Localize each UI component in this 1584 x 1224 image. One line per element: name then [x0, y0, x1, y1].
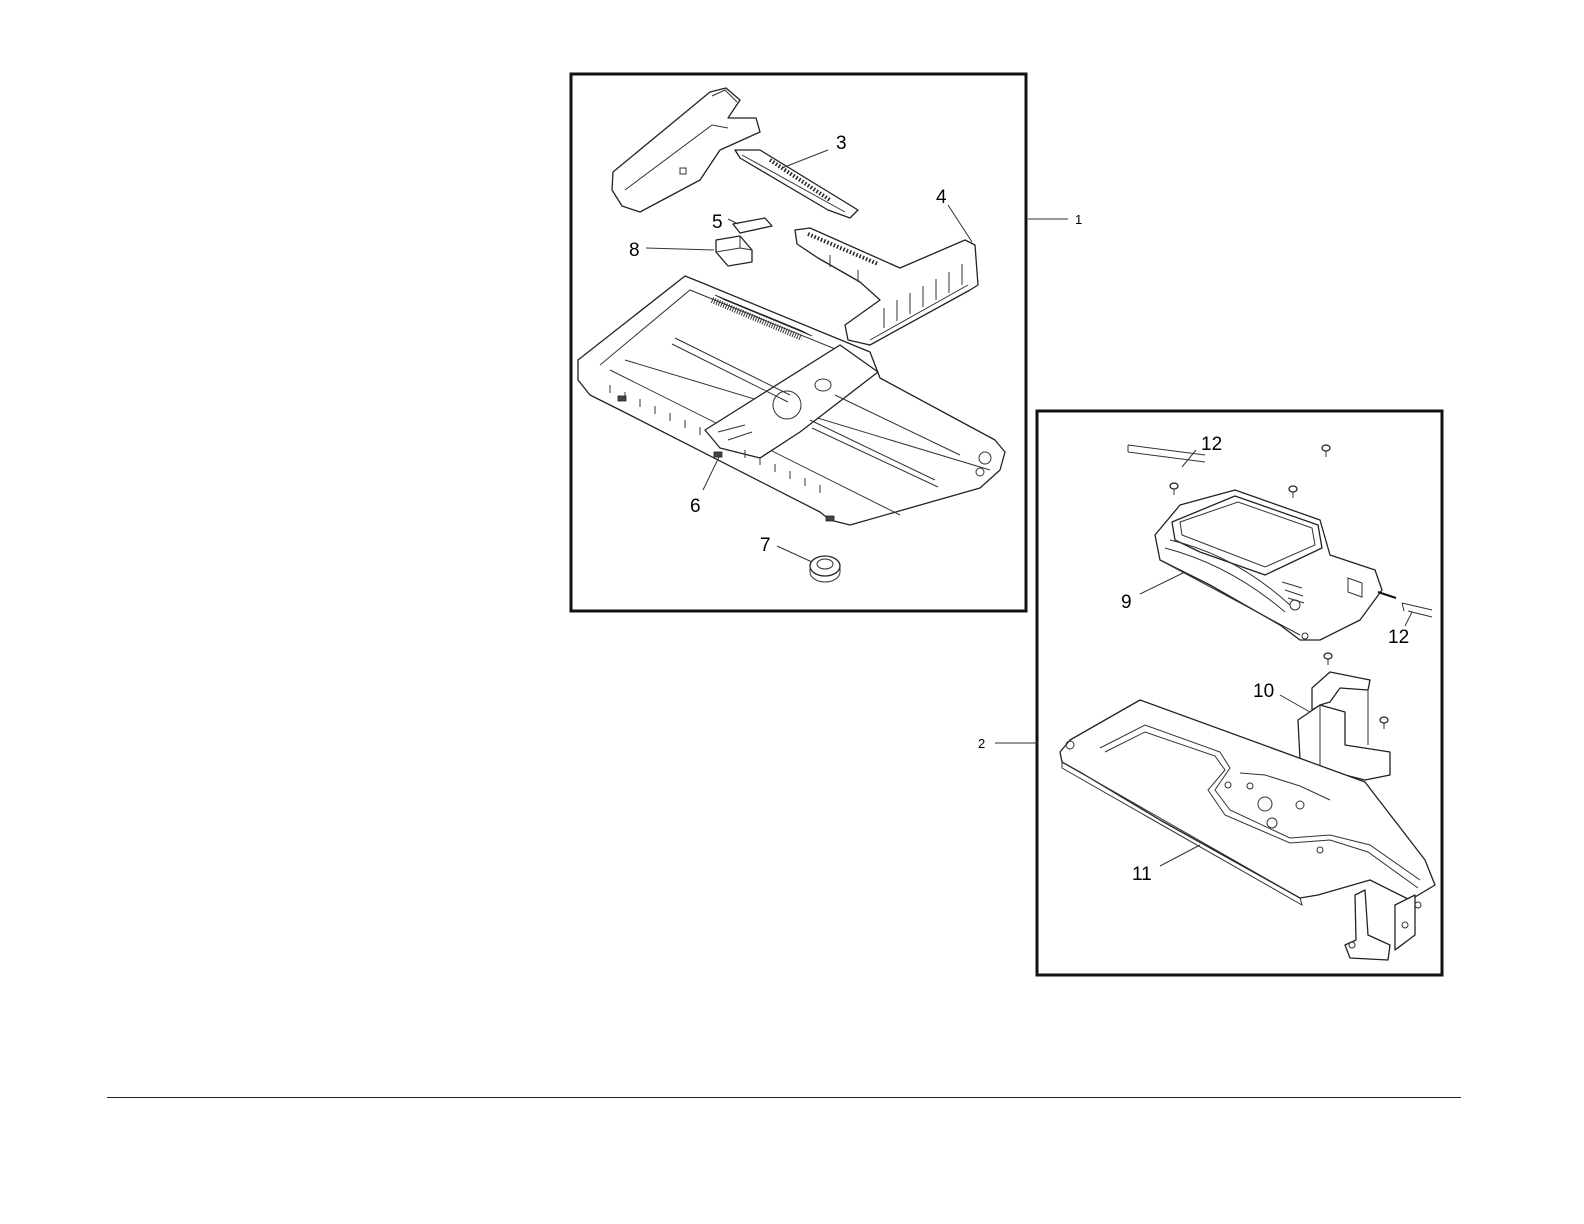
label-part-6: 6 [690, 496, 701, 517]
label-assembly-2: 2 [978, 736, 985, 751]
part-5-pad [733, 218, 772, 233]
tray-body [578, 276, 1005, 525]
tray-assembly-panel: 3 4 5 8 6 7 1 [571, 74, 1082, 611]
part-12-label-top [1128, 445, 1205, 467]
label-part-12-right: 12 [1388, 627, 1409, 648]
part-12-label-right [1402, 603, 1432, 626]
part-9-module [1155, 490, 1396, 640]
label-assembly-1: 1 [1075, 212, 1082, 227]
label-part-8: 8 [629, 240, 640, 261]
part-7-ring [810, 556, 840, 582]
label-part-11: 11 [1132, 864, 1152, 885]
label-part-9: 9 [1121, 592, 1132, 613]
label-part-7: 7 [760, 535, 771, 556]
part-11-base-plate [1060, 700, 1435, 960]
label-part-3: 3 [836, 133, 847, 154]
part-4-side-guide-right [795, 228, 978, 345]
label-part-12-top: 12 [1201, 434, 1222, 455]
base-assembly-panel: 12 9 12 10 11 2 [978, 411, 1442, 975]
label-part-4: 4 [936, 187, 947, 208]
label-part-5: 5 [712, 212, 723, 233]
part-8-block [716, 236, 752, 266]
label-part-10: 10 [1253, 681, 1274, 702]
footer-rule [107, 1097, 1461, 1098]
